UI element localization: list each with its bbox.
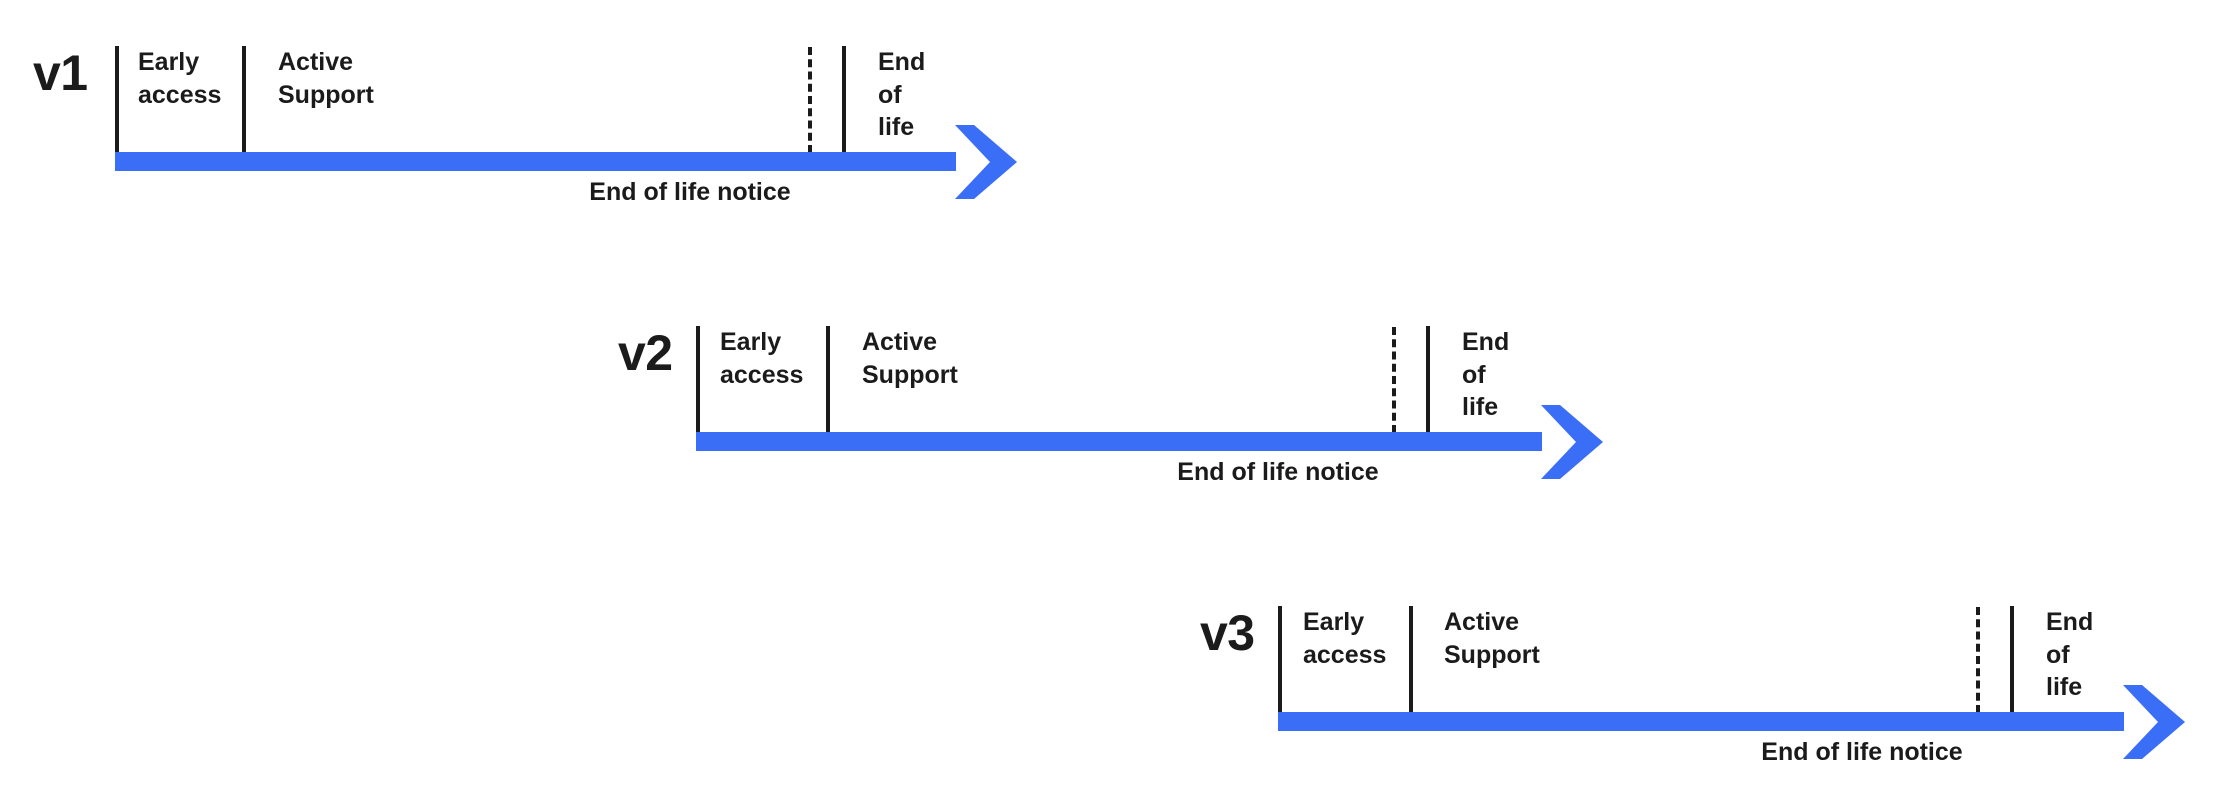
phase-divider-active-support-start: [1409, 606, 1413, 712]
arrow-head-icon: [1541, 404, 1603, 479]
arrow-head-icon: [955, 124, 1017, 199]
version-label-v2: v2: [618, 325, 673, 381]
phase-divider-end-of-life-start: [1426, 326, 1430, 432]
phase-divider-end-of-life-start: [2010, 606, 2014, 712]
lifecycle-track-bar: [696, 432, 1542, 451]
end-of-life-notice-label: End of life notice: [1761, 738, 1963, 766]
arrow-head-icon: [2123, 684, 2185, 759]
version-label-v3: v3: [1200, 605, 1255, 661]
phase-label-early-access: Early access: [720, 328, 804, 389]
lifecycle-track-bar: [1278, 712, 2124, 731]
phase-label-active-support: Active Support: [862, 328, 958, 389]
version-label-v1: v1: [33, 45, 88, 101]
notice-divider-dashed: [1976, 607, 1980, 713]
phase-label-early-access: Early access: [1303, 608, 1387, 669]
lifecycle-track-bar: [115, 152, 956, 171]
phase-divider-early-access-start: [1278, 606, 1282, 712]
notice-divider-dashed: [808, 47, 812, 153]
notice-divider-dashed: [1392, 327, 1396, 433]
end-of-life-notice-label: End of life notice: [1177, 458, 1379, 486]
phase-label-end-of-life: End of life: [1462, 328, 1510, 421]
phase-label-active-support: Active Support: [1444, 608, 1540, 669]
phase-divider-active-support-start: [826, 326, 830, 432]
phase-label-early-access: Early access: [138, 48, 222, 109]
phase-label-end-of-life: End of life: [878, 48, 926, 141]
phase-divider-early-access-start: [115, 46, 119, 152]
phase-divider-end-of-life-start: [842, 46, 846, 152]
phase-label-active-support: Active Support: [278, 48, 374, 109]
phase-label-end-of-life: End of life: [2046, 608, 2094, 701]
phase-divider-active-support-start: [242, 46, 246, 152]
end-of-life-notice-label: End of life notice: [589, 178, 791, 206]
phase-divider-early-access-start: [696, 326, 700, 432]
